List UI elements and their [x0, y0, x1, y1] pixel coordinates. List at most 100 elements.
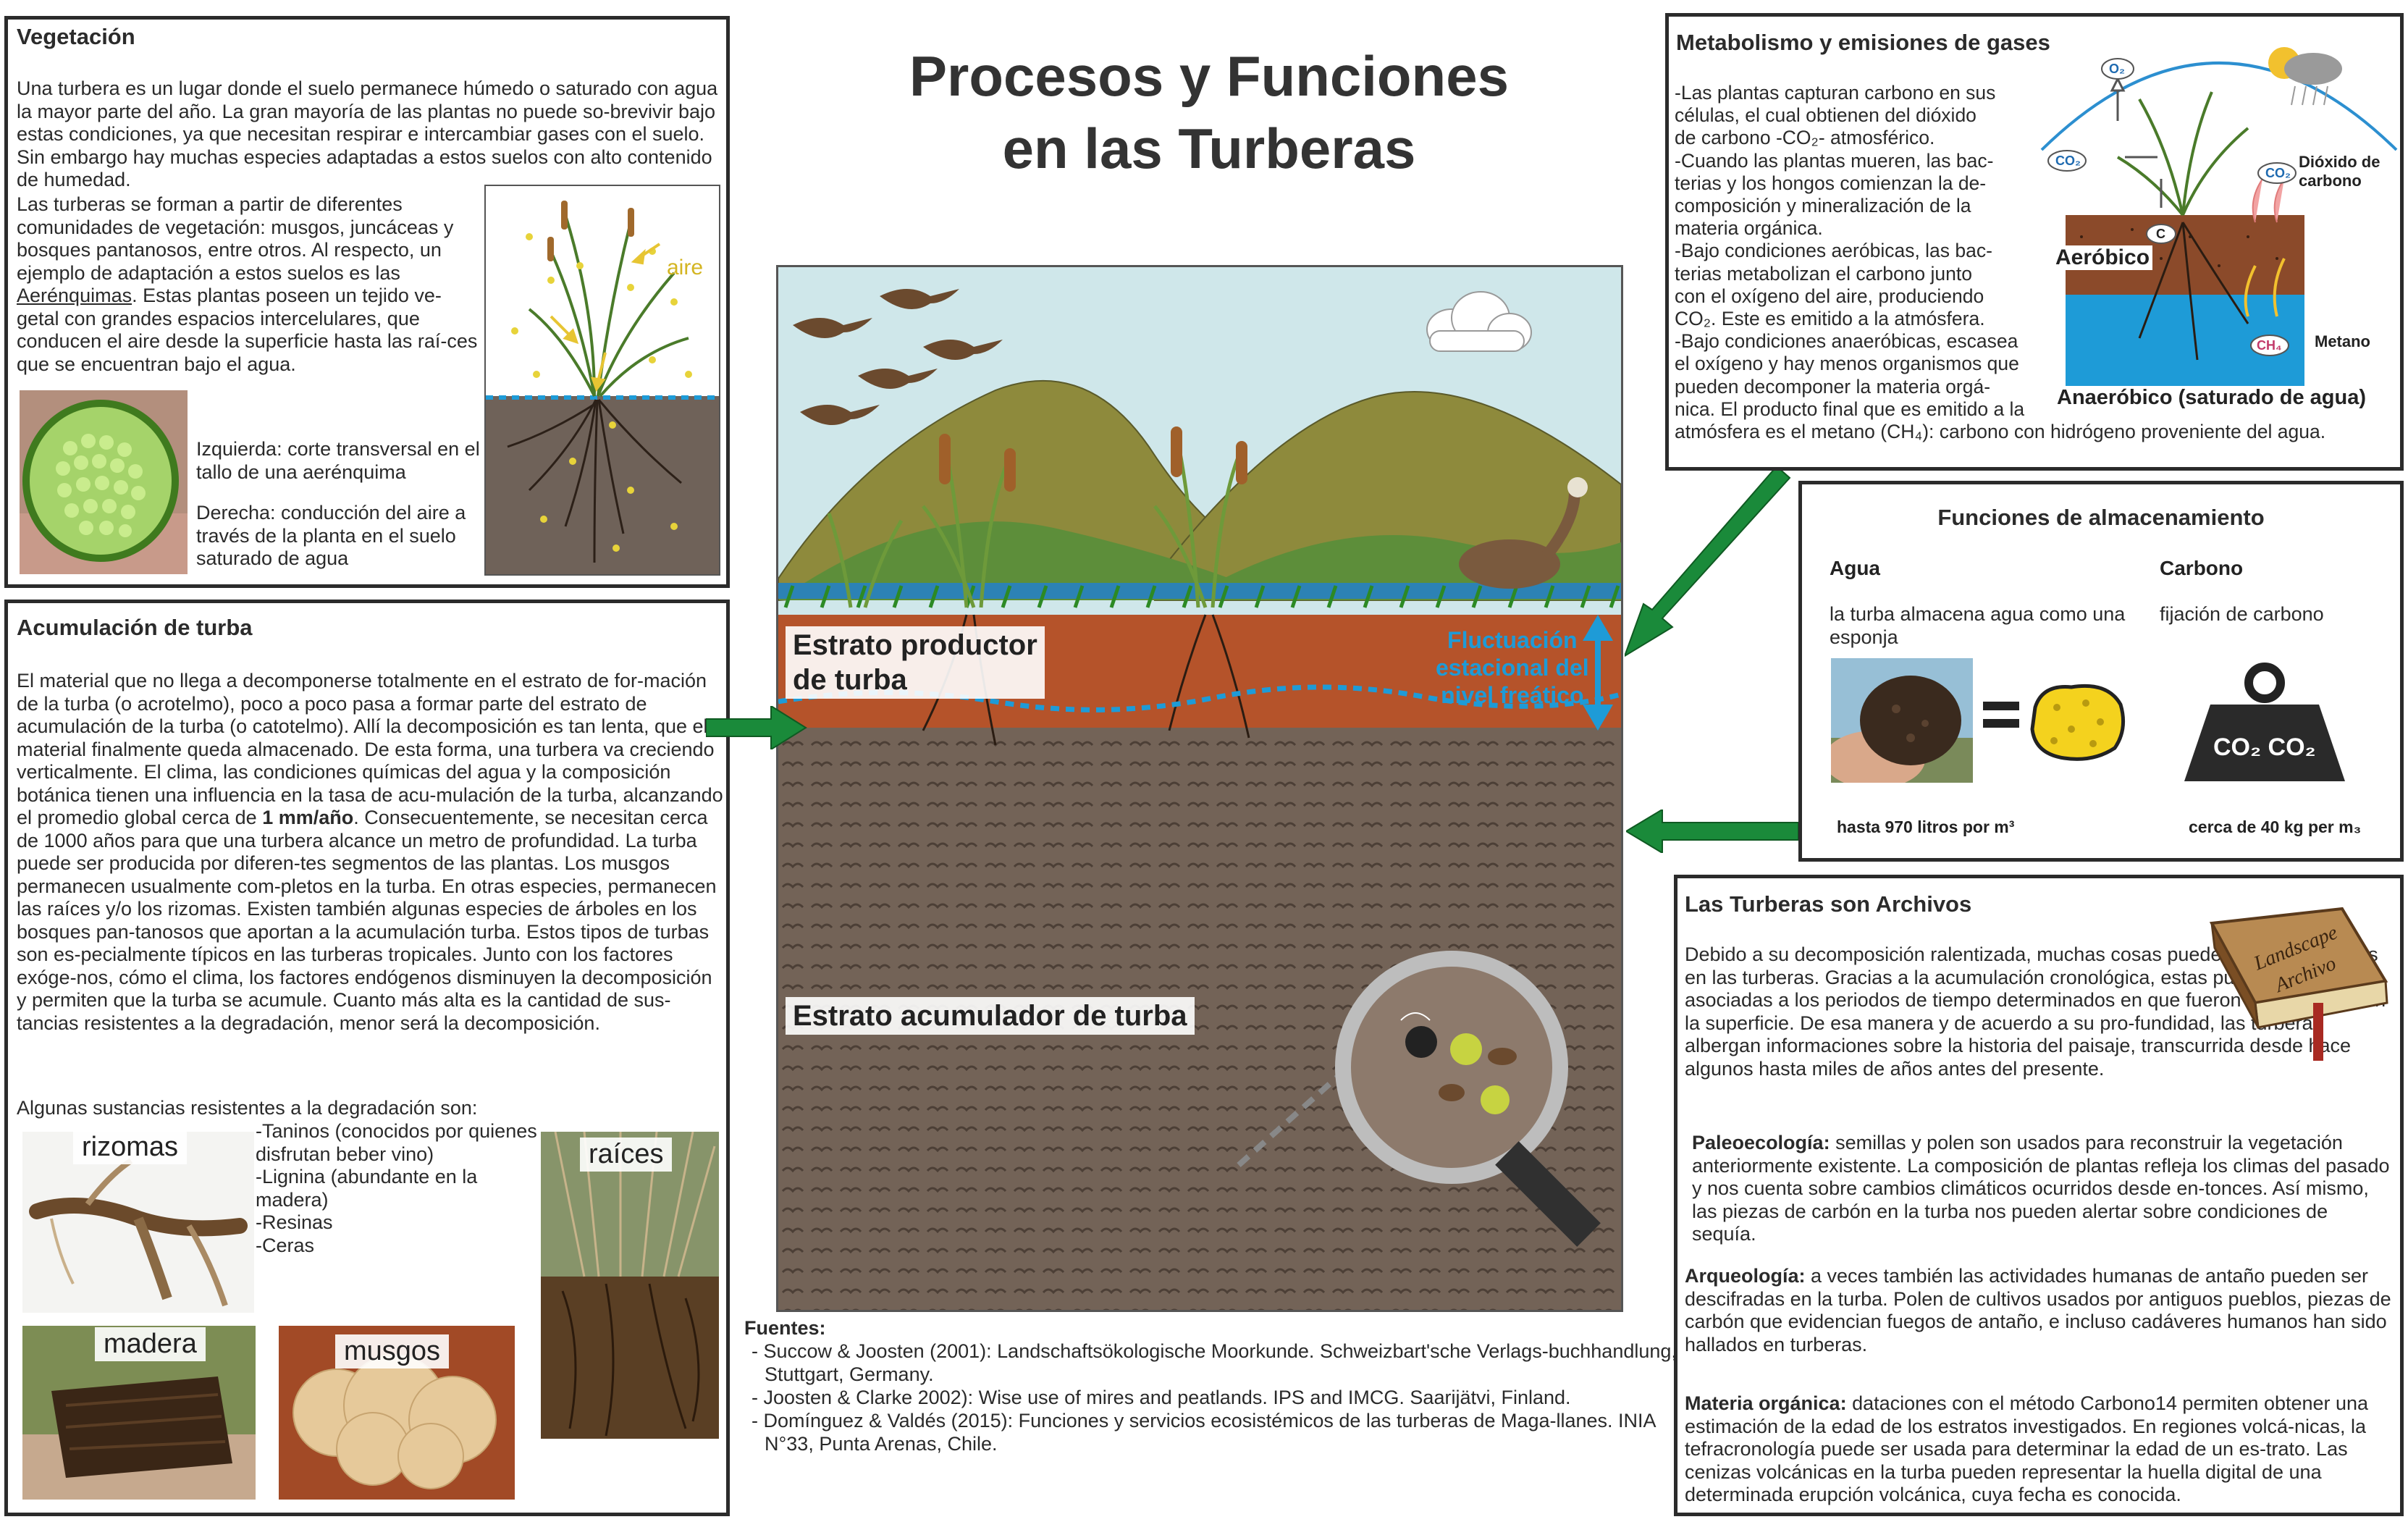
- metabolismo-line: células, el cual obtienen del dióxido: [1675, 104, 1977, 127]
- co2-right-label: CO₂: [2265, 166, 2291, 180]
- vegetacion-p1-text: Una turbera es un lugar donde el suelo p…: [17, 77, 718, 190]
- arqueologia-body: a veces también las actividades humanas …: [1685, 1265, 2391, 1355]
- acumulacion-panel: Acumulación de turba El material que no …: [4, 600, 730, 1516]
- aerenquimas-link[interactable]: Aerénquimas: [17, 285, 132, 306]
- materia-organica-text: Materia orgánica: dataciones con el méto…: [1685, 1392, 2401, 1507]
- fuentes-title: Fuentes:: [744, 1317, 826, 1339]
- metabolismo-line: pueden decomponer la materia orgá-: [1675, 375, 1991, 398]
- metabolismo-line: -Cuando las plantas mueren, las bac-: [1675, 149, 1994, 172]
- vegetacion-p1: Una turbera es un lugar donde el suelo p…: [17, 77, 725, 192]
- main-title: Procesos y Funciones en las Turberas: [760, 40, 1658, 185]
- musgos-photo: [279, 1326, 515, 1500]
- paleoecologia-title: Paleoecología:: [1692, 1132, 1830, 1153]
- water-table-label: Fluctuación estacional del nivel freátic…: [1436, 626, 1589, 709]
- co2-left-label: CO₂: [2055, 154, 2081, 168]
- water-table-arrow: [1583, 615, 1613, 731]
- upper-stratum-line2: de turba: [793, 664, 907, 696]
- acumulacion-p2: Algunas sustancias resistentes a la degr…: [17, 1097, 478, 1119]
- upper-stratum-label: Estrato productor de turba: [786, 626, 1045, 699]
- metabolismo-line: materia orgánica.: [1675, 217, 1823, 240]
- water-table-line2: estacional del: [1436, 655, 1589, 681]
- arrow-from-metabolismo: [1625, 466, 1791, 657]
- metabolismo-line: terias y los hongos comienzan la de-: [1675, 172, 1987, 194]
- paleoecologia-text: Paleoecología: semillas y polen son usad…: [1692, 1132, 2394, 1246]
- vegetacion-p2a: Las turberas se forman a partir de difer…: [17, 193, 454, 284]
- list-item: -Taninos (conocidos por quienes disfruta…: [256, 1120, 537, 1165]
- madera-label: madera: [95, 1327, 206, 1361]
- resistant-substances-list: -Taninos (conocidos por quienes disfruta…: [256, 1120, 545, 1257]
- metabolismo-line: atmósfera es el metano (CH₄): carbono co…: [1675, 421, 2326, 443]
- carbono-text: fijación de carbono: [2160, 603, 2324, 625]
- lower-stratum-label: Estrato acumulador de turba: [786, 997, 1195, 1035]
- carbon-cycle-diagram: O₂ CO₂ CO₂ C CH₄: [2038, 20, 2404, 425]
- archivos-panel: Las Turberas son Archivos Debido a su de…: [1674, 875, 2404, 1516]
- arqueologia-text: Arqueología: a veces también las activid…: [1685, 1265, 2401, 1356]
- vegetacion-caption-right: Derecha: conducción del aire a través de…: [196, 502, 466, 569]
- agua-title: Agua: [1830, 557, 1880, 579]
- sun-cloud-icon: [2268, 47, 2342, 106]
- carbono-value: cerca de 40 kg per m₃: [2189, 817, 2362, 836]
- metabolismo-line: -Bajo condiciones aeróbicas, las bac-: [1675, 240, 1992, 262]
- vegetacion-p2b: . Estas plantas poseen un tejido ve-geta…: [17, 285, 478, 375]
- upper-stratum-line1: Estrato productor: [793, 629, 1037, 661]
- vegetacion-panel: Vegetación Una turbera es un lugar donde…: [4, 16, 730, 588]
- peatland-diagram-svg: [778, 267, 1622, 1310]
- metabolismo-line: -Las plantas capturan carbono en sus: [1675, 82, 1996, 104]
- metabolismo-text: -Las plantas capturan carbono en sus cél…: [1675, 82, 2399, 443]
- dioxido-label: Dióxido de carbono: [2299, 153, 2380, 190]
- cloud-icon: [1426, 291, 1532, 352]
- arrow-from-almacenamiento: [1626, 810, 1799, 853]
- water-table-line1: Fluctuación: [1447, 627, 1578, 653]
- materia-organica-title: Materia orgánica:: [1685, 1392, 1847, 1414]
- o2-label: O₂: [2109, 62, 2125, 76]
- agua-value: hasta 970 litros por m³: [1837, 817, 2015, 836]
- carbono-title: Carbono: [2160, 557, 2244, 579]
- main-title-line1: Procesos y Funciones: [909, 44, 1509, 108]
- goose-icon: [1459, 477, 1588, 589]
- main-title-line2: en las Turberas: [1002, 117, 1416, 180]
- materia-organica-body: dataciones con el método Carbono14 permi…: [1685, 1392, 2369, 1505]
- musgos-label: musgos: [335, 1334, 450, 1368]
- weight-icon: CO₂ CO₂: [2181, 661, 2348, 784]
- ch4-label: CH₄: [2257, 338, 2282, 353]
- c-label: C: [2156, 227, 2165, 241]
- peatland-diagram: Estrato productor de turba Fluctuación e…: [776, 265, 1623, 1312]
- weight-label: CO₂ CO₂: [2213, 733, 2316, 761]
- vegetacion-p2: Las turberas se forman a partir de difer…: [17, 193, 480, 376]
- acumulacion-p1a: El material que no llega a decomponerse …: [17, 670, 723, 828]
- acumulacion-rate: 1 mm/año: [262, 807, 354, 828]
- anaerobico-label: Anaeróbico (saturado de agua): [2054, 386, 2370, 410]
- water-table-line3: nivel freático: [1441, 682, 1584, 708]
- book-icon: Landscape Archivo: [2197, 894, 2400, 1068]
- metano-label: Metano: [2315, 332, 2370, 350]
- arrow-to-upper-stratum: [706, 706, 807, 749]
- paleoecologia-body: semillas y polen son usados para reconst…: [1692, 1132, 2390, 1245]
- metabolismo-title: Metabolismo y emisiones de gases: [1676, 30, 2050, 55]
- fuentes: Fuentes: - Succow & Joosten (2001): Land…: [744, 1316, 1678, 1455]
- vegetacion-caption-left: Izquierda: corte transversal en el tallo…: [196, 438, 480, 483]
- metabolismo-line: -Bajo condiciones anaeróbicas, escasea: [1675, 330, 2018, 353]
- air-conduction-diagram: aire: [484, 185, 720, 576]
- almacenamiento-panel: Funciones de almacenamiento Agua la turb…: [1798, 481, 2404, 862]
- equals-sign: [1983, 702, 2019, 728]
- metabolismo-line: CO₂. Este es emitido a la atmósfera.: [1675, 308, 1985, 330]
- metabolismo-line: nica. El producto final que es emitido a…: [1675, 398, 2025, 420]
- vegetacion-title: Vegetación: [17, 24, 135, 49]
- sponge-icon: [2028, 678, 2129, 765]
- metabolismo-line: de carbono -CO₂- atmosférico.: [1675, 127, 1935, 149]
- metabolismo-line: terias metabolizan el carbono junto: [1675, 262, 1972, 285]
- acumulacion-title: Acumulación de turba: [17, 615, 253, 640]
- fuente-item: - Domínguez & Valdés (2015): Funciones y…: [752, 1410, 1656, 1455]
- fuente-item: - Succow & Joosten (2001): Landschaftsök…: [752, 1340, 1677, 1385]
- raices-label: raíces: [580, 1138, 673, 1172]
- aerenquima-cross-section-photo: [20, 390, 188, 574]
- list-item: -Resinas: [256, 1211, 333, 1233]
- rizomas-photo: [22, 1132, 254, 1313]
- fuente-item: - Joosten & Clarke 2002): Wise use of mi…: [752, 1387, 1571, 1408]
- aire-label: aire: [667, 256, 703, 279]
- agua-text: la turba almacena agua como una esponja: [1830, 603, 2126, 648]
- metabolismo-line: con el oxígeno del aire, produciendo: [1675, 285, 1984, 307]
- aerobico-label: Aeróbico: [2053, 245, 2153, 270]
- list-item: -Ceras: [256, 1234, 315, 1256]
- metabolismo-line: composición y mineralización de la: [1675, 195, 1971, 217]
